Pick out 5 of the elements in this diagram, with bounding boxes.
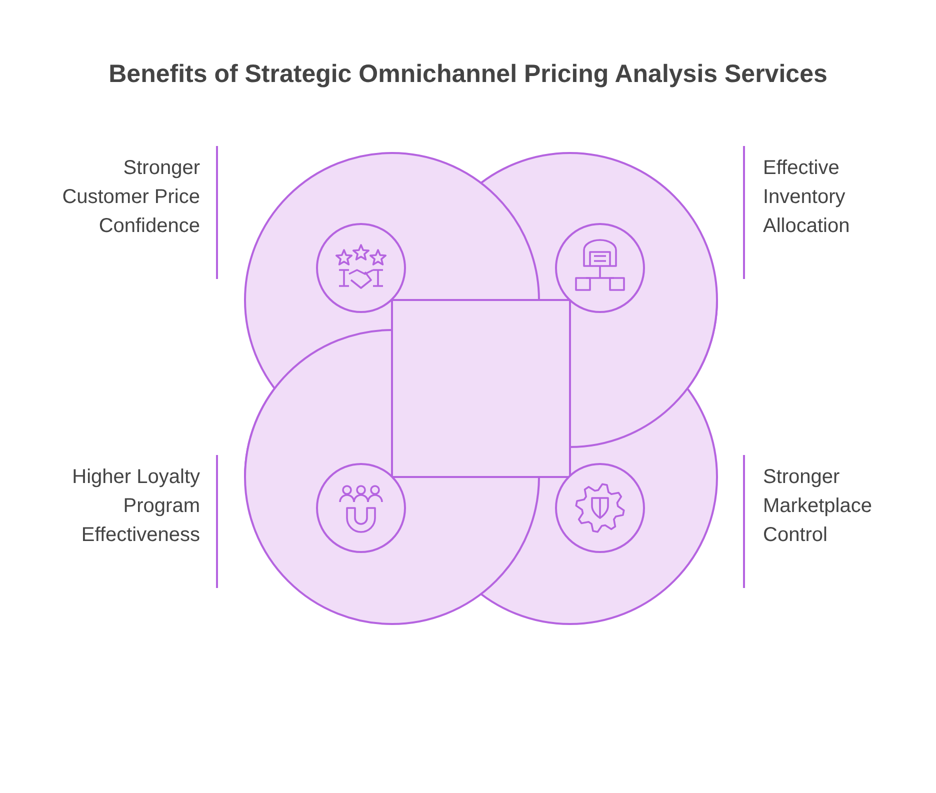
- benefit-label: Effective Inventory Allocation: [763, 156, 851, 239]
- benefit-label: Stronger Customer Price Confidence: [61, 156, 200, 239]
- benefit-label: Higher Loyalty Program Effectiveness: [71, 465, 200, 548]
- title: Benefits of Strategic Omnichannel Pricing Analysis Services: [108, 60, 828, 89]
- benefit-label: Stronger Marketplace Control: [763, 465, 873, 548]
